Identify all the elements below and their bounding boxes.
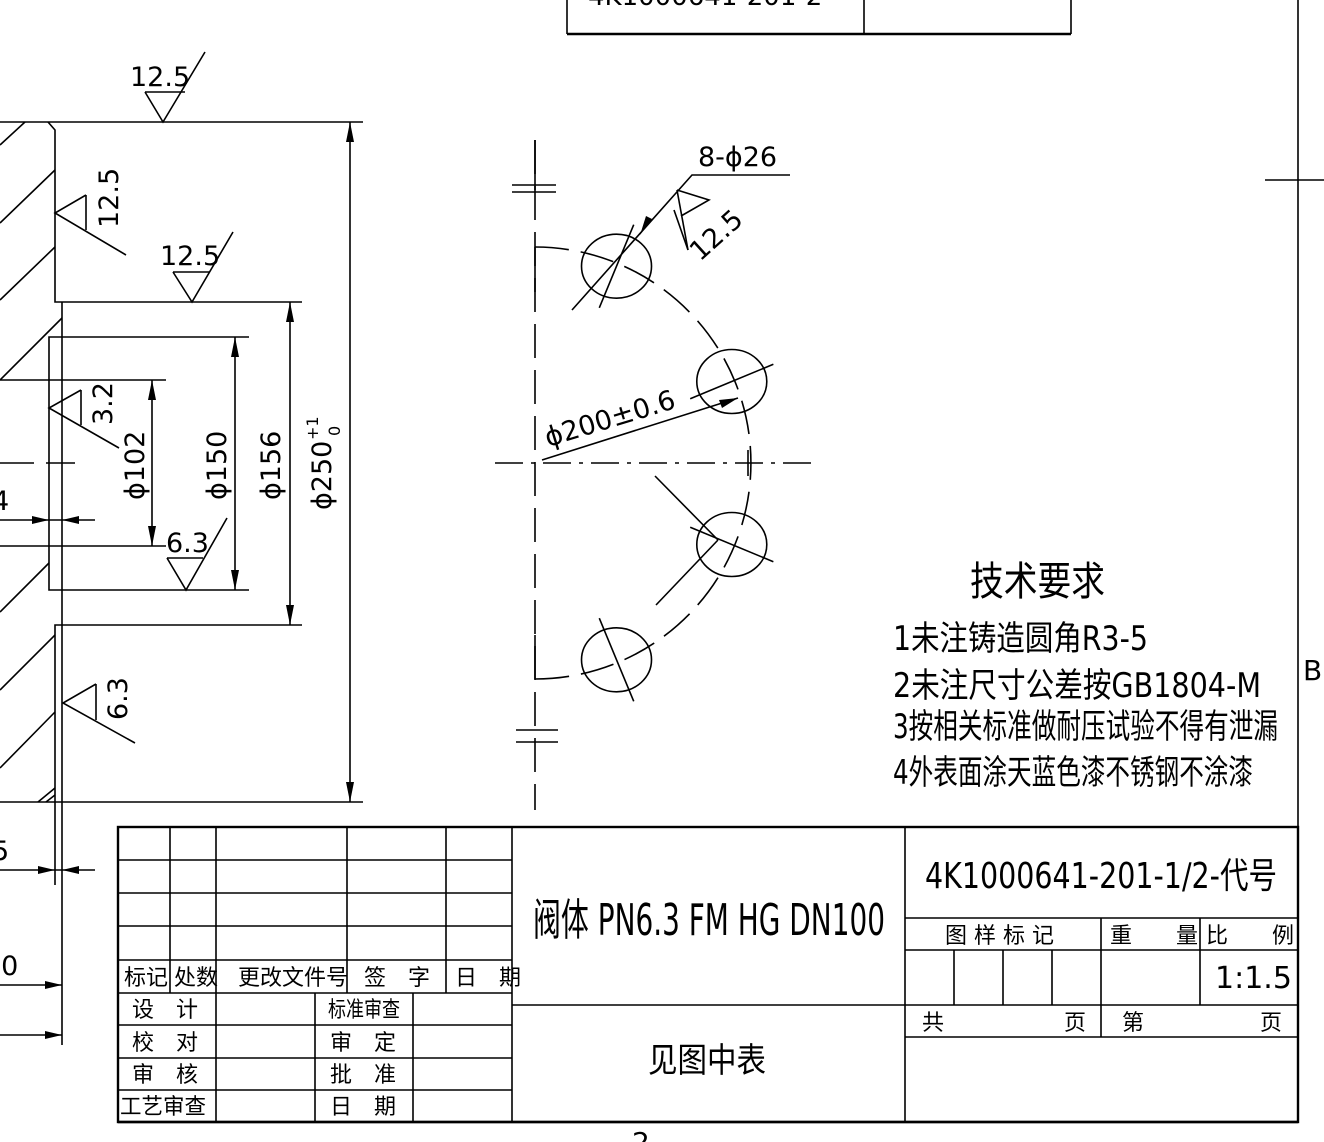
roughness-symbol-side-3: 6.3 (61, 677, 136, 744)
roughness-symbol-top: 12.5 (130, 51, 206, 124)
zone-label: B (1303, 654, 1322, 687)
roughness-symbol-side-1: 12.5 (53, 168, 127, 256)
pitch-circle (534, 246, 752, 680)
hole-centerline (689, 526, 774, 563)
label-weight: 重 量 (1110, 924, 1198, 949)
tech-item: 1未注铸造圆角R3-5 (893, 619, 1148, 659)
header-signature: 签 字 (364, 966, 430, 991)
label-scale: 比 例 (1206, 924, 1294, 949)
label-check: 校 对 (132, 1031, 198, 1056)
dim-30: 30 (0, 951, 18, 982)
svg-text:6.3: 6.3 (166, 528, 209, 559)
label-sheet-suffix: 页 (1260, 1011, 1282, 1036)
label-drawing-mark: 图 样 标 记 (945, 924, 1054, 949)
title-block: 标记 处数 更改文件号 签 字 日 期 设 计 校 对 审 核 工艺审查 标准审… (116, 825, 1300, 1124)
label-approve-final: 审 定 (330, 1031, 396, 1056)
dim-d250: ϕ250 (307, 441, 338, 510)
bolt-hole (580, 233, 653, 300)
holes-label: 8-ϕ26 (698, 142, 777, 173)
scale-value: 1:1.5 (1215, 961, 1292, 996)
svg-text:3.2: 3.2 (88, 382, 119, 425)
header-date: 日 期 (455, 966, 521, 991)
section-hatch (0, 121, 63, 803)
svg-text:6.3: 6.3 (103, 677, 134, 720)
label-design: 设 计 (132, 998, 198, 1023)
flange-view: 8-ϕ26 ϕ200±0.6 12.5 (495, 140, 815, 810)
label-sheet-prefix: 第 (1122, 1011, 1144, 1036)
hole-centerline (689, 363, 774, 400)
label-total-suffix: 页 (1064, 1011, 1086, 1036)
top-table: 4K1000641-201-2 (566, 0, 1072, 36)
header-mark: 标记 (124, 966, 168, 991)
dim-d156: ϕ156 (256, 431, 287, 500)
roughness-symbol-bottom: 6.3 (166, 517, 228, 592)
roughness-symbol-inner: 12.5 (160, 231, 234, 304)
dim-d250-upper-tol: +1 (303, 416, 322, 440)
part-name: 阀体 PN6.3 FM HG DN100 (533, 895, 885, 946)
label-date: 日 期 (330, 1095, 396, 1120)
svg-text:12.5: 12.5 (94, 168, 125, 228)
bottom-label: 2 (632, 1126, 650, 1142)
label-review: 审 核 (132, 1063, 198, 1088)
label-approve: 批 准 (330, 1063, 396, 1088)
bolt-hole (580, 626, 653, 693)
svg-text:12.5: 12.5 (130, 62, 190, 93)
label-standard-review: 标准审查 (328, 998, 400, 1023)
tech-item: 4外表面涂天蓝色漆不锈钢不涂漆 (893, 753, 1253, 793)
dim-d102: ϕ102 (120, 431, 151, 500)
header-count: 处数 (174, 966, 218, 991)
label-process-review: 工艺审查 (120, 1095, 206, 1120)
tech-item: 3按相关标准做耐压试验不得有泄漏 (893, 707, 1278, 747)
tech-requirements-title: 技术要求 (970, 559, 1105, 605)
bolt-holes (580, 224, 774, 702)
dim-4: 4 (0, 486, 9, 517)
section-view: ϕ102 ϕ150 ϕ156 ϕ250 +1 0 4 5 30 12.5 12.… (0, 51, 363, 1045)
pcd-label: ϕ200±0.6 (541, 385, 679, 454)
bolt-hole (695, 511, 768, 578)
dim-d250-lower-tol: 0 (325, 426, 344, 436)
roughness-symbol-side-2: 3.2 (47, 382, 120, 449)
tech-requirements: 技术要求 1未注铸造圆角R3-5 2未注尺寸公差按GB1804-M 3按相关标准… (893, 559, 1278, 793)
dim-5: 5 (0, 836, 9, 867)
roughness-symbol-flange: 12.5 (673, 189, 749, 267)
svg-text:12.5: 12.5 (160, 241, 220, 272)
label-total-prefix: 共 (922, 1011, 944, 1036)
dim-d150: ϕ150 (202, 431, 233, 500)
drawing-number: 4K1000641-201-1/2-代号 (925, 856, 1277, 897)
header-change-doc: 更改文件号 (238, 966, 348, 991)
top-table-code: 4K1000641-201-2 (588, 0, 822, 12)
material-note: 见图中表 (648, 1041, 766, 1081)
tech-item: 2未注尺寸公差按GB1804-M (893, 666, 1261, 706)
hole-centerline (598, 617, 635, 702)
bolt-hole (695, 348, 768, 415)
hole-centerline (598, 224, 635, 309)
svg-text:12.5: 12.5 (684, 204, 749, 267)
